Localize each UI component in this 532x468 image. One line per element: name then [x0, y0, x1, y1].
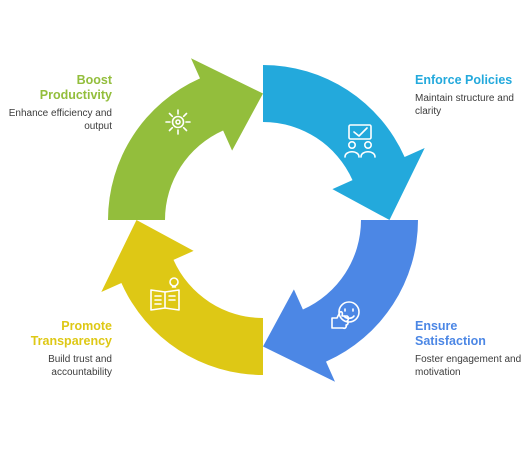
stage-label-boost-productivity: Boost Productivity Enhance efficiency an…: [2, 73, 112, 133]
stage-title: Promote Transparency: [30, 319, 112, 348]
stage-description: Build trust and accountability: [48, 354, 112, 378]
arrow-ensure-satisfaction: [263, 220, 418, 382]
stage-title: Enforce Policies: [415, 73, 513, 87]
stage-label-enforce-policies: Enforce Policies Maintain structure and …: [415, 73, 530, 118]
stage-title: Ensure Satisfaction: [415, 319, 486, 348]
stage-description: Maintain structure and clarity: [415, 93, 514, 117]
people-policy-icon: [344, 124, 376, 158]
stage-label-promote-transparency: Promote Transparency Build trust and acc…: [2, 319, 112, 379]
stage-description: Foster engagement and motivation: [415, 354, 522, 378]
book-lightbulb-icon: [150, 277, 180, 311]
stage-description: Enhance efficiency and output: [8, 108, 112, 132]
stage-title: Boost Productivity: [39, 73, 112, 102]
stage-label-ensure-satisfaction: Ensure Satisfaction Foster engagement an…: [415, 319, 530, 379]
arrow-enforce-policies: [263, 65, 425, 220]
arrow-boost-productivity: [108, 58, 263, 220]
sun-icon: [165, 109, 191, 135]
smiley-thumbs-up-icon: [331, 301, 360, 330]
arrow-promote-transparency: [101, 220, 263, 375]
